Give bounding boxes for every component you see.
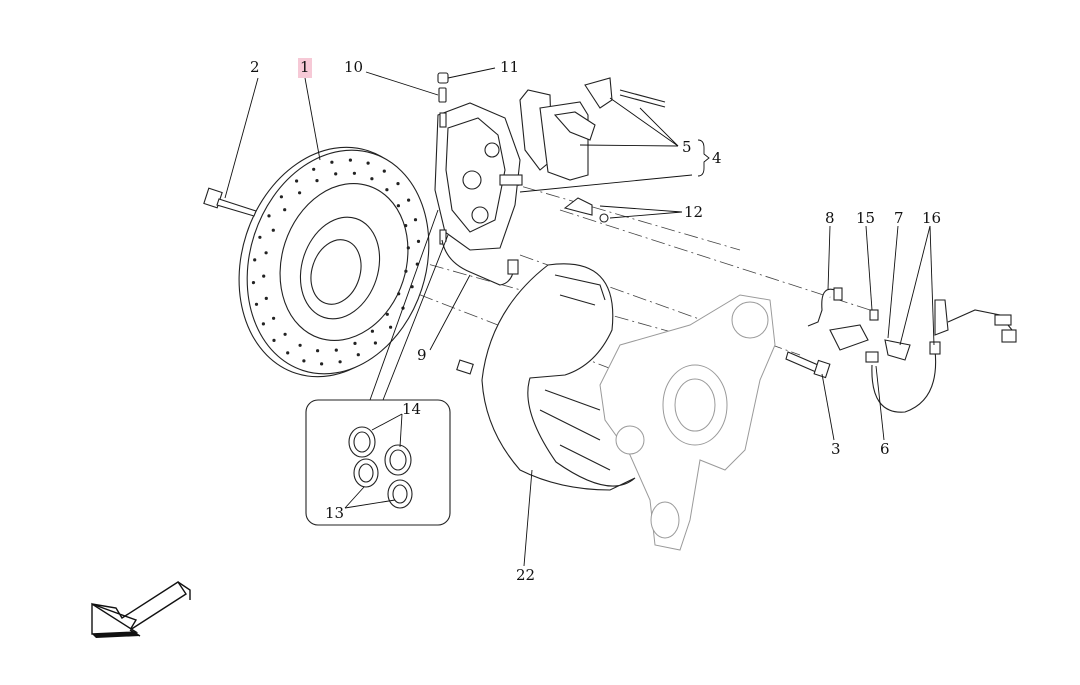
disc-drill-hole	[370, 177, 374, 181]
disc-drill-hole	[283, 332, 287, 336]
disc-drill-hole	[253, 258, 257, 262]
disc-drill-hole	[295, 179, 299, 183]
part-label-1[interactable]: 1	[300, 58, 310, 76]
part-label-13[interactable]: 13	[325, 504, 344, 522]
disc-drill-holes	[251, 158, 421, 366]
disc-drill-hole	[397, 292, 401, 296]
disc-drill-hole	[334, 172, 338, 176]
bleed-screw-part[interactable]	[437, 72, 449, 103]
disc-drill-hole	[406, 246, 410, 250]
disc-drill-hole	[262, 274, 266, 278]
disc-drill-hole	[267, 214, 271, 218]
disc-drill-hole	[271, 228, 275, 232]
disc-drill-hole	[416, 239, 421, 243]
disc-drill-hole	[254, 302, 259, 306]
disc-drill-hole	[353, 341, 357, 345]
seal-kit-inset	[305, 399, 451, 526]
disc-drill-hole	[251, 281, 256, 285]
disc-drill-hole	[312, 167, 316, 171]
disc-drill-hole	[373, 341, 377, 345]
part-label-12[interactable]: 12	[684, 203, 703, 221]
disc-drill-hole	[302, 359, 306, 363]
part-label-4[interactable]: 4	[712, 149, 722, 167]
disc-drill-hole	[370, 329, 374, 333]
disc-drill-hole	[272, 316, 276, 320]
part-label-9[interactable]: 9	[417, 346, 427, 364]
disc-drill-hole	[334, 348, 338, 352]
part-label-16[interactable]: 16	[922, 209, 941, 227]
brake-pipe-part[interactable]	[441, 239, 519, 286]
disc-drill-hole	[385, 312, 389, 316]
disc-drill-hole	[272, 338, 276, 342]
disc-drill-hole	[404, 269, 408, 273]
arrow-down-left-icon	[91, 581, 191, 638]
part-label-22[interactable]: 22	[516, 566, 535, 584]
disc-drill-hole	[404, 224, 408, 228]
part-label-5[interactable]: 5	[682, 138, 692, 156]
brake-pads-part[interactable]	[519, 77, 666, 181]
disc-drill-hole	[298, 343, 302, 347]
part-label-15[interactable]: 15	[856, 209, 875, 227]
disc-drill-hole	[338, 360, 342, 364]
part-label-11[interactable]: 11	[500, 58, 519, 76]
dust-shield-part[interactable]	[456, 263, 636, 491]
selected-part-highlight	[298, 58, 312, 78]
disc-drill-hole	[315, 179, 319, 183]
disc-drill-hole	[279, 195, 283, 199]
pad-clip-part[interactable]	[563, 197, 609, 223]
disc-drill-hole	[396, 204, 400, 208]
disc-drill-hole	[264, 251, 268, 255]
brake-hose-assembly-part[interactable]	[807, 287, 1017, 413]
disc-drill-hole	[413, 218, 418, 222]
leader-lines	[224, 67, 935, 567]
disc-drill-hole	[352, 171, 356, 175]
disc-bolt-part[interactable]	[203, 187, 257, 217]
disc-drill-hole	[385, 188, 389, 192]
disc-drill-hole	[330, 160, 334, 164]
disc-drill-hole	[382, 169, 386, 173]
disc-drill-hole	[283, 208, 287, 212]
part-label-2[interactable]: 2	[250, 58, 260, 76]
wheel-hub-carrier	[599, 294, 776, 551]
part-label-14[interactable]: 14	[402, 400, 421, 418]
disc-drill-hole	[407, 198, 411, 202]
part-label-6[interactable]: 6	[880, 440, 890, 458]
part-label-7[interactable]: 7	[894, 209, 904, 227]
disc-drill-hole	[261, 322, 265, 326]
disc-drill-hole	[396, 182, 400, 186]
disc-drill-hole	[298, 191, 302, 195]
part-labels: 2 1 10 11 5 4 12 8 15 7 16 9 14 3 6 13 2…	[250, 58, 941, 584]
disc-drill-hole	[264, 296, 268, 300]
part-label-10[interactable]: 10	[344, 58, 363, 76]
part-label-8[interactable]: 8	[825, 209, 835, 227]
part-label-3[interactable]: 3	[831, 440, 841, 458]
disc-drill-hole	[286, 351, 290, 355]
disc-drill-hole	[348, 158, 352, 162]
brake-caliper-part[interactable]	[434, 102, 523, 251]
disc-drill-hole	[258, 235, 262, 239]
disc-drill-hole	[389, 325, 393, 329]
disc-drill-hole	[356, 353, 360, 357]
hub-bolt-part[interactable]	[785, 351, 831, 379]
disc-drill-hole	[320, 362, 324, 366]
brake-disc-part[interactable]	[210, 123, 457, 401]
disc-drill-hole	[316, 349, 320, 353]
disc-drill-hole	[366, 161, 370, 165]
